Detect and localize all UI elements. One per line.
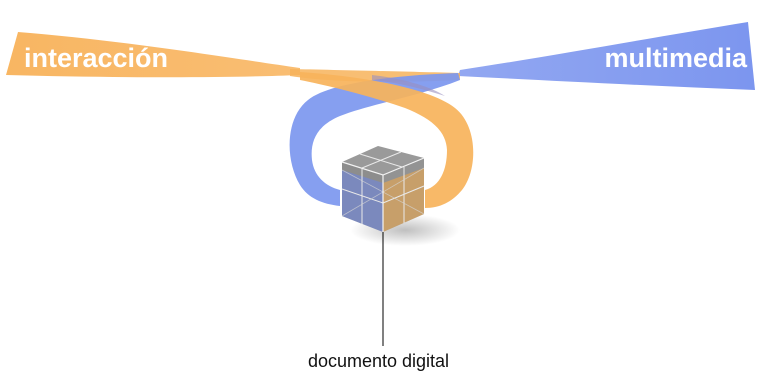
caption-documento-digital: documento digital: [0, 352, 763, 370]
multimedia-loop: [289, 73, 460, 206]
caption-text: documento digital: [307, 351, 450, 371]
interaction-loop: [300, 72, 474, 208]
cube-icon: [341, 146, 425, 232]
label-multimedia: multimedia: [604, 43, 747, 73]
interaction-band-left: [6, 32, 300, 78]
label-interaccion: interacción: [24, 43, 169, 73]
band-overlap: [372, 75, 445, 96]
multimedia-band-right: [458, 22, 755, 90]
